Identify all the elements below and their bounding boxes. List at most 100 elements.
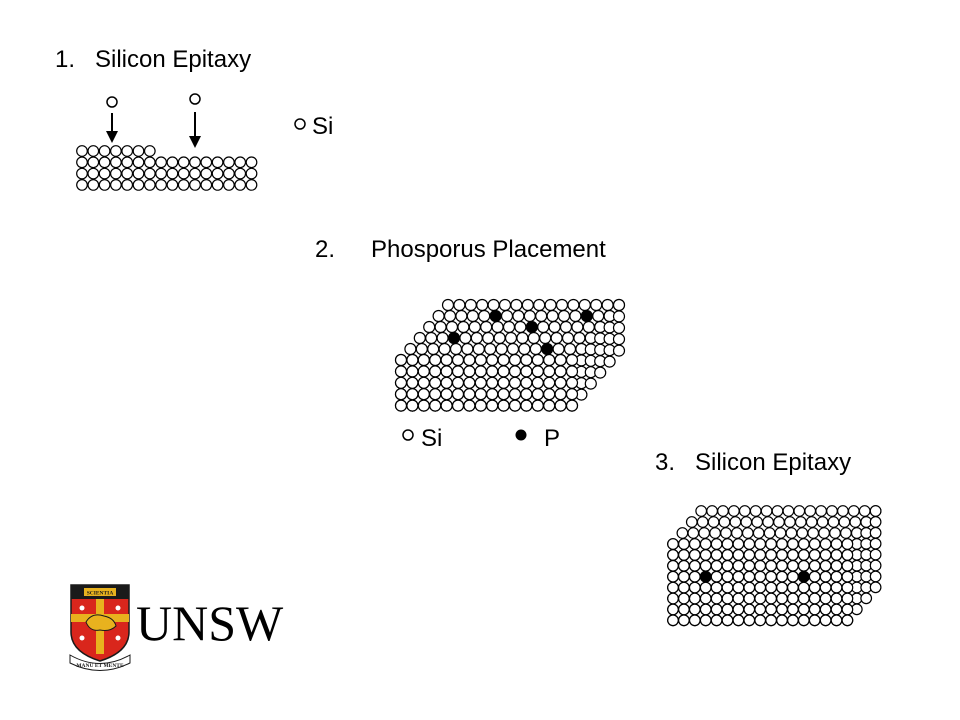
- si-atom: [797, 592, 810, 605]
- si-atom: [869, 559, 882, 572]
- si-atom: [721, 559, 734, 572]
- si-atom: [787, 614, 799, 627]
- si-atom: [406, 353, 419, 367]
- si-atom: [440, 365, 453, 378]
- si-atom: [699, 581, 712, 594]
- si-atom: [830, 603, 843, 616]
- si-atom: [565, 388, 579, 401]
- si-atom: [765, 614, 777, 627]
- si-atom: [710, 603, 723, 616]
- si-atom: [830, 559, 843, 572]
- si-atom: [678, 614, 690, 627]
- si-atom: [189, 178, 201, 191]
- si-atom: [487, 298, 500, 312]
- si-atom: [417, 388, 430, 401]
- si-atom: [109, 145, 122, 157]
- si-atom: [808, 614, 821, 627]
- si-atom: [869, 548, 882, 561]
- si-atom: [466, 309, 479, 323]
- si-atom: [819, 603, 832, 616]
- si-atom: [565, 376, 579, 389]
- si-atom: [808, 538, 821, 550]
- si-atom: [445, 320, 459, 334]
- si-atom: [121, 178, 134, 191]
- si-atom: [531, 365, 544, 378]
- si-atom: [476, 298, 489, 312]
- si-atom: [743, 581, 756, 594]
- si-atom: [819, 538, 832, 550]
- si-atom: [710, 549, 723, 561]
- si-atom: [787, 581, 799, 594]
- si-atom: [732, 603, 745, 616]
- si-atom: [754, 592, 767, 605]
- si-atom: [804, 505, 817, 517]
- si-atom: [776, 538, 788, 550]
- si-atom: [76, 167, 88, 180]
- si-atom: [417, 399, 430, 412]
- p-legend-icon: [515, 429, 527, 441]
- si-atom: [819, 581, 832, 594]
- si-atom: [166, 167, 179, 180]
- si-atom: [474, 388, 487, 401]
- si-atom: [432, 309, 445, 323]
- si-atom: [688, 603, 701, 616]
- si-atom: [143, 178, 156, 191]
- si-atom: [830, 614, 843, 627]
- step-2-title: Phosporus Placement: [371, 236, 606, 263]
- si-atom: [143, 156, 156, 169]
- si-atom: [189, 156, 201, 169]
- si-atom: [732, 614, 745, 627]
- si-atom: [667, 538, 679, 550]
- si-atom: [699, 603, 712, 616]
- si-atom: [531, 399, 544, 412]
- si-atom: [109, 167, 122, 180]
- si-atom: [776, 570, 788, 583]
- si-atom: [484, 342, 497, 356]
- phosphorus-atom: [541, 342, 554, 356]
- si-atom: [699, 614, 712, 627]
- si-atom: [518, 342, 531, 356]
- si-legend-label: Si: [312, 113, 333, 140]
- si-atom: [98, 167, 111, 180]
- si-atom: [860, 592, 873, 605]
- si-atom: [470, 331, 483, 345]
- si-atom: [765, 603, 777, 616]
- si-atom: [245, 178, 258, 191]
- si-atom: [688, 559, 701, 572]
- si-atom: [557, 309, 571, 323]
- si-atom: [552, 342, 565, 356]
- si-atom: [222, 156, 235, 169]
- si-atom: [732, 538, 745, 550]
- si-atom: [678, 538, 690, 550]
- si-atom: [132, 156, 145, 169]
- si-atom: [678, 592, 690, 605]
- si-atom: [765, 538, 777, 550]
- phosphorus-atom: [447, 331, 461, 345]
- step-1-silicon-layer: [76, 145, 258, 191]
- phosphorus-atom: [699, 570, 712, 583]
- step-1-title: Silicon Epitaxy: [95, 46, 251, 73]
- si-atom: [415, 342, 428, 356]
- si-atom: [404, 342, 417, 356]
- si-atom: [474, 365, 487, 378]
- si-atom: [787, 570, 799, 583]
- si-atom: [436, 331, 449, 345]
- si-atom: [166, 156, 179, 169]
- si-atom: [521, 298, 534, 312]
- si-atom: [508, 388, 522, 401]
- si-atom: [808, 592, 821, 605]
- si-atom: [406, 365, 419, 378]
- si-atom: [87, 145, 100, 157]
- si-atom: [796, 527, 809, 539]
- si-atom: [527, 331, 540, 345]
- si-atom: [567, 298, 580, 312]
- si-atom: [754, 559, 767, 572]
- si-atom: [464, 298, 477, 312]
- si-atom: [394, 399, 408, 412]
- si-atom: [211, 156, 224, 169]
- si-atom: [451, 399, 465, 412]
- si-atom: [98, 178, 111, 191]
- si-atom: [177, 167, 190, 180]
- si-atom: [688, 549, 701, 561]
- si-atom: [565, 353, 579, 367]
